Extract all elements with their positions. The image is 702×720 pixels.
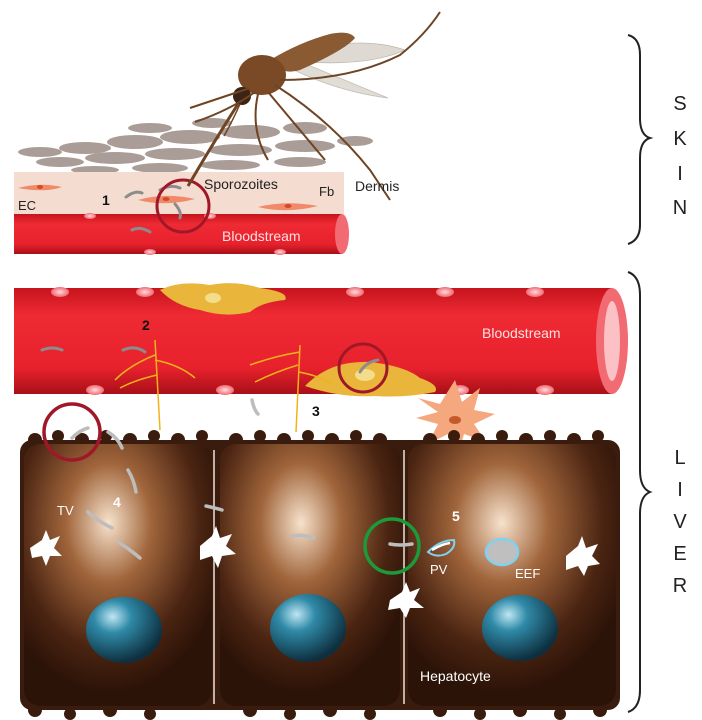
- label-step-3: 3: [312, 403, 320, 419]
- label-tv: TV: [57, 503, 74, 518]
- label-liver-bloodstream: Bloodstream: [482, 325, 561, 341]
- liver-letter-1: I: [677, 479, 683, 501]
- skin-letter-1: K: [673, 128, 687, 150]
- skin-letter-3: N: [673, 197, 687, 219]
- label-hepatocyte: Hepatocyte: [420, 668, 491, 684]
- liver-region-label: L I V E R: [673, 447, 688, 597]
- label-skin-bloodstream: Bloodstream: [222, 228, 301, 244]
- label-fb: Fb: [319, 184, 334, 199]
- label-ec: EC: [18, 198, 36, 213]
- epidermis-scales: [18, 118, 373, 174]
- label-pv: PV: [430, 562, 448, 577]
- label-step-4: 4: [113, 494, 121, 510]
- liver-letter-3: E: [673, 543, 686, 565]
- nucleus-1: [86, 597, 162, 663]
- liver-letter-0: L: [674, 447, 685, 469]
- label-sporozoites: Sporozoites: [204, 176, 278, 192]
- nucleus-3: [482, 595, 558, 661]
- skin-letter-0: S: [673, 93, 686, 115]
- liver-letter-2: V: [673, 511, 687, 533]
- label-eef: EEF: [515, 566, 540, 581]
- label-dermis: Dermis: [355, 178, 399, 194]
- label-step-1: 1: [102, 192, 110, 208]
- liver-letter-4: R: [673, 575, 687, 597]
- eef-structure: [486, 539, 518, 565]
- hepatocytes: [20, 400, 620, 720]
- liver-brace: [628, 272, 650, 712]
- hepatocyte-1: [24, 444, 212, 706]
- label-step-5: 5: [452, 508, 460, 524]
- skin-brace: [628, 35, 650, 244]
- mosquito: [188, 12, 440, 200]
- skin-letter-2: I: [677, 163, 683, 185]
- label-step-2: 2: [142, 317, 150, 333]
- nucleus-2: [270, 594, 346, 662]
- hepatocyte-2: [220, 444, 400, 706]
- skin-region-label: S K I N: [673, 93, 688, 219]
